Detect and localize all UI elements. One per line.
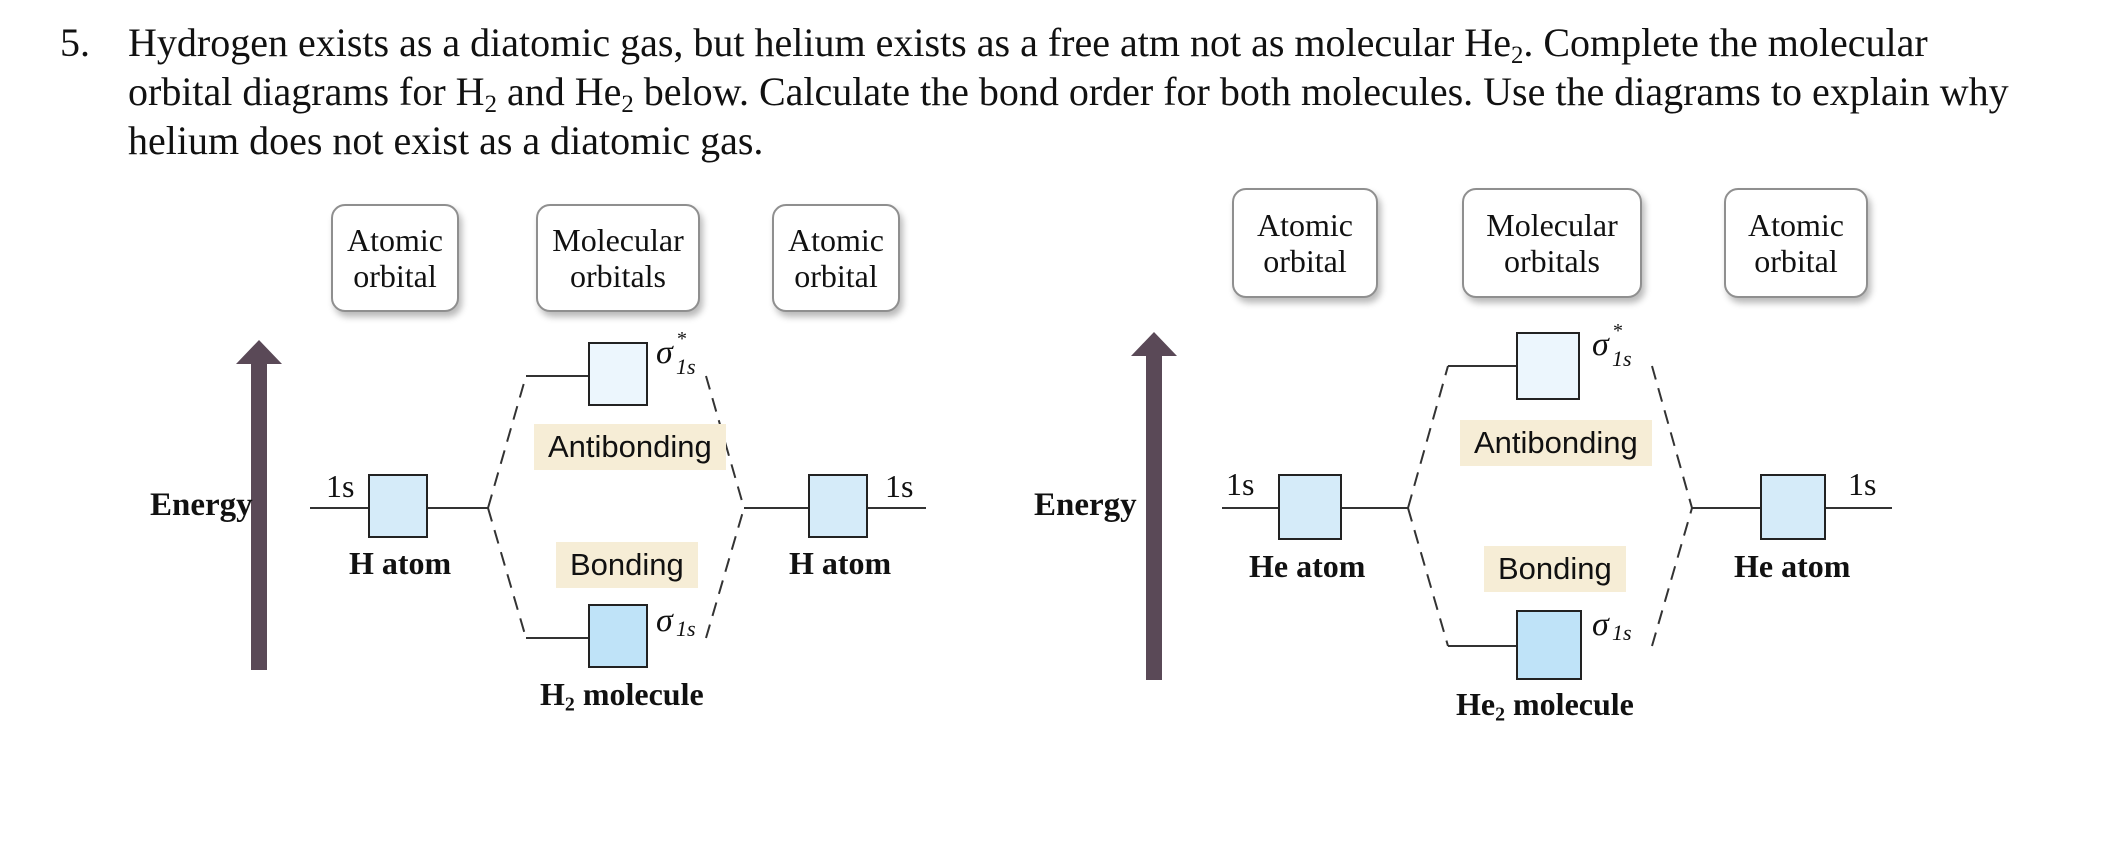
right-atom-label: He atom bbox=[1734, 548, 1851, 584]
header-line: orbital bbox=[1263, 243, 1347, 279]
sigma-star-symbol: σ * 1s bbox=[1592, 320, 1632, 371]
star-superscript: * bbox=[677, 328, 687, 350]
question-text-part: Hydrogen exists as a diatomic gas, but h… bbox=[128, 20, 1511, 65]
question-text-part: and He bbox=[496, 69, 622, 114]
molecule-label: He2 molecule bbox=[1456, 686, 1634, 726]
antibonding-label: Antibonding bbox=[1460, 420, 1652, 466]
header-line: Molecular bbox=[1486, 207, 1618, 243]
sigma-symbol: σ 1s bbox=[656, 602, 696, 641]
right-1s-label: 1s bbox=[885, 468, 914, 504]
left-1s-label: 1s bbox=[1226, 466, 1255, 502]
question-line-1: Hydrogen exists as a diatomic gas, but h… bbox=[128, 18, 2088, 69]
sigma-glyph: σ bbox=[1592, 326, 1609, 363]
energy-label: Energy bbox=[1034, 487, 1137, 523]
molecule-word: molecule bbox=[1505, 686, 1634, 722]
right-atomic-orbital-box bbox=[808, 474, 868, 538]
question-text-part: orbital diagrams for H bbox=[128, 69, 485, 114]
left-1s-label: 1s bbox=[326, 468, 355, 504]
question-text-part: . Complete the molecular bbox=[1523, 20, 1928, 65]
question-number: 5. bbox=[60, 20, 90, 65]
question-line-2: orbital diagrams for H2 and He2 below. C… bbox=[128, 67, 2088, 118]
subscript: 2 bbox=[621, 90, 634, 118]
molecule-subscript: 2 bbox=[1495, 703, 1506, 726]
sigma-subscript: 1s bbox=[1612, 620, 1632, 645]
subscript: 2 bbox=[484, 90, 497, 118]
sigma-symbol: σ 1s bbox=[1592, 606, 1632, 645]
sigma-glyph: σ bbox=[1592, 606, 1609, 643]
header-line: Atomic bbox=[1748, 207, 1844, 243]
molecule-subscript: 2 bbox=[564, 693, 575, 716]
molecule-symbol: He bbox=[1456, 686, 1496, 722]
header-line: orbital bbox=[1754, 243, 1838, 279]
molecule-symbol: H bbox=[540, 676, 565, 712]
right-1s-label: 1s bbox=[1848, 466, 1877, 502]
left-atom-label: He atom bbox=[1249, 548, 1366, 584]
sigma-subscript: 1s bbox=[676, 354, 696, 379]
molecule-word: molecule bbox=[574, 676, 704, 712]
header-line: orbital bbox=[794, 258, 878, 294]
header-line: orbitals bbox=[570, 258, 666, 294]
antibonding-label: Antibonding bbox=[534, 424, 726, 470]
subscript: 2 bbox=[1510, 41, 1524, 69]
sigma-star-symbol: σ * 1s bbox=[656, 328, 696, 379]
right-atomic-orbital-box bbox=[1760, 474, 1826, 540]
sigma-subscript: 1s bbox=[676, 616, 696, 641]
energy-arrow-head-icon bbox=[1131, 332, 1177, 356]
left-atomic-orbital-box bbox=[368, 474, 428, 538]
sigma-glyph: σ bbox=[656, 602, 673, 639]
antibonding-orbital-box bbox=[588, 342, 648, 406]
bonding-orbital-box bbox=[588, 604, 648, 668]
molecule-label: H2 molecule bbox=[540, 676, 704, 716]
sigma-glyph: σ bbox=[656, 334, 673, 371]
header-line: Molecular bbox=[552, 222, 684, 258]
bonding-label: Bonding bbox=[1484, 546, 1626, 592]
bonding-orbital-box bbox=[1516, 610, 1582, 680]
left-atomic-orbital-box bbox=[1278, 474, 1342, 540]
question-line-3: helium does not exist as a diatomic gas. bbox=[128, 118, 764, 163]
header-line: Atomic bbox=[1257, 207, 1353, 243]
energy-arrow bbox=[251, 362, 267, 670]
header-line: Atomic bbox=[788, 222, 884, 258]
sigma-subscript: 1s bbox=[1612, 346, 1632, 371]
energy-label: Energy bbox=[150, 487, 253, 523]
right-atom-label: H atom bbox=[789, 545, 892, 581]
question-text-part: below. Calculate the bond order for both… bbox=[633, 69, 2009, 114]
left-atom-label: H atom bbox=[349, 545, 452, 581]
star-superscript: * bbox=[1613, 320, 1623, 342]
header-line: orbital bbox=[353, 258, 437, 294]
header-line: orbitals bbox=[1504, 243, 1600, 279]
antibonding-orbital-box bbox=[1516, 332, 1580, 400]
energy-arrow bbox=[1146, 354, 1162, 680]
question-text: Hydrogen exists as a diatomic gas, but h… bbox=[128, 18, 2088, 165]
header-line: Atomic bbox=[347, 222, 443, 258]
bonding-label: Bonding bbox=[556, 542, 698, 588]
energy-arrow-head-icon bbox=[236, 340, 282, 364]
